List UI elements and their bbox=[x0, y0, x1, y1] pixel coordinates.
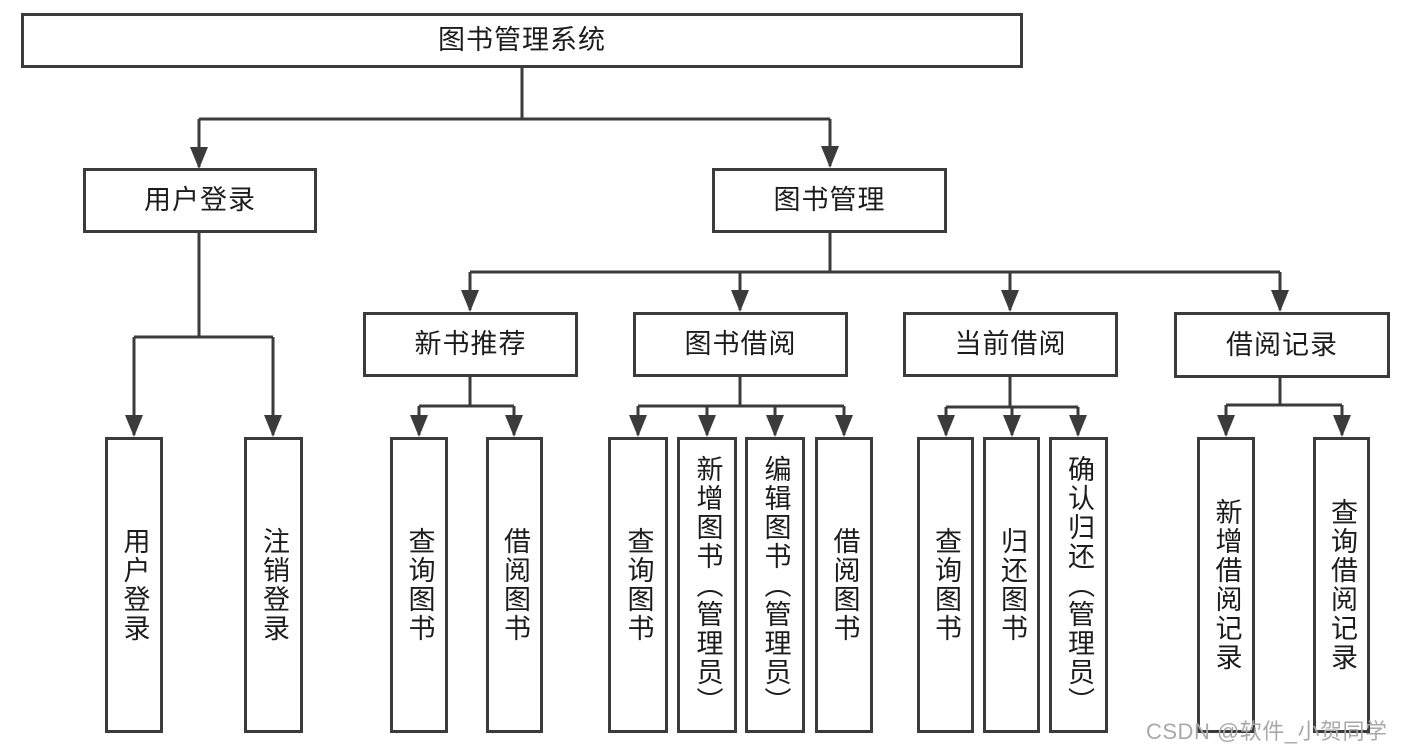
node-leaf-logout: 注销登录 bbox=[244, 437, 303, 733]
node-current-borrow-confirm-return-admin: 确认归还（管理员） bbox=[1049, 437, 1108, 733]
node-borrow-records: 借阅记录 bbox=[1174, 312, 1390, 378]
node-library-management-system: 图书管理系统 bbox=[21, 13, 1023, 68]
node-book-borrow-add-books-admin: 新增图书（管理员） bbox=[677, 437, 737, 733]
connector-borrow-records-children bbox=[1217, 378, 1351, 437]
node-current-borrow-return-books: 归还图书 bbox=[983, 437, 1040, 733]
connector-root-to-level2 bbox=[190, 68, 839, 169]
connector-current-borrow-children bbox=[937, 377, 1087, 437]
node-user-login: 用户登录 bbox=[83, 168, 317, 233]
connector-book-borrow-children bbox=[629, 377, 853, 437]
node-borrow-records-add-record: 新增借阅记录 bbox=[1197, 437, 1255, 733]
node-new-book-recommend: 新书推荐 bbox=[363, 312, 578, 377]
connector-book-mgmt-children bbox=[461, 233, 1289, 312]
node-book-borrow-borrow-books: 借阅图书 bbox=[815, 437, 873, 733]
node-borrow-records-query-record: 查询借阅记录 bbox=[1313, 437, 1370, 733]
csdn-watermark: CSDN @软件_小贺同学 bbox=[1146, 719, 1388, 744]
node-book-borrow-edit-books-admin: 编辑图书（管理员） bbox=[745, 437, 805, 733]
node-book-management: 图书管理 bbox=[712, 168, 947, 233]
node-book-borrow: 图书借阅 bbox=[633, 312, 848, 377]
node-current-borrow-query-books: 查询图书 bbox=[917, 437, 974, 733]
node-book-borrow-query-books: 查询图书 bbox=[608, 437, 668, 733]
connector-new-book-rec-children bbox=[410, 377, 523, 437]
node-new-book-rec-borrow-books: 借阅图书 bbox=[486, 437, 543, 733]
connector-user-login-children bbox=[125, 232, 282, 437]
node-current-borrow: 当前借阅 bbox=[903, 312, 1118, 377]
node-new-book-rec-query-books: 查询图书 bbox=[390, 437, 448, 733]
node-leaf-user-login: 用户登录 bbox=[105, 437, 163, 733]
